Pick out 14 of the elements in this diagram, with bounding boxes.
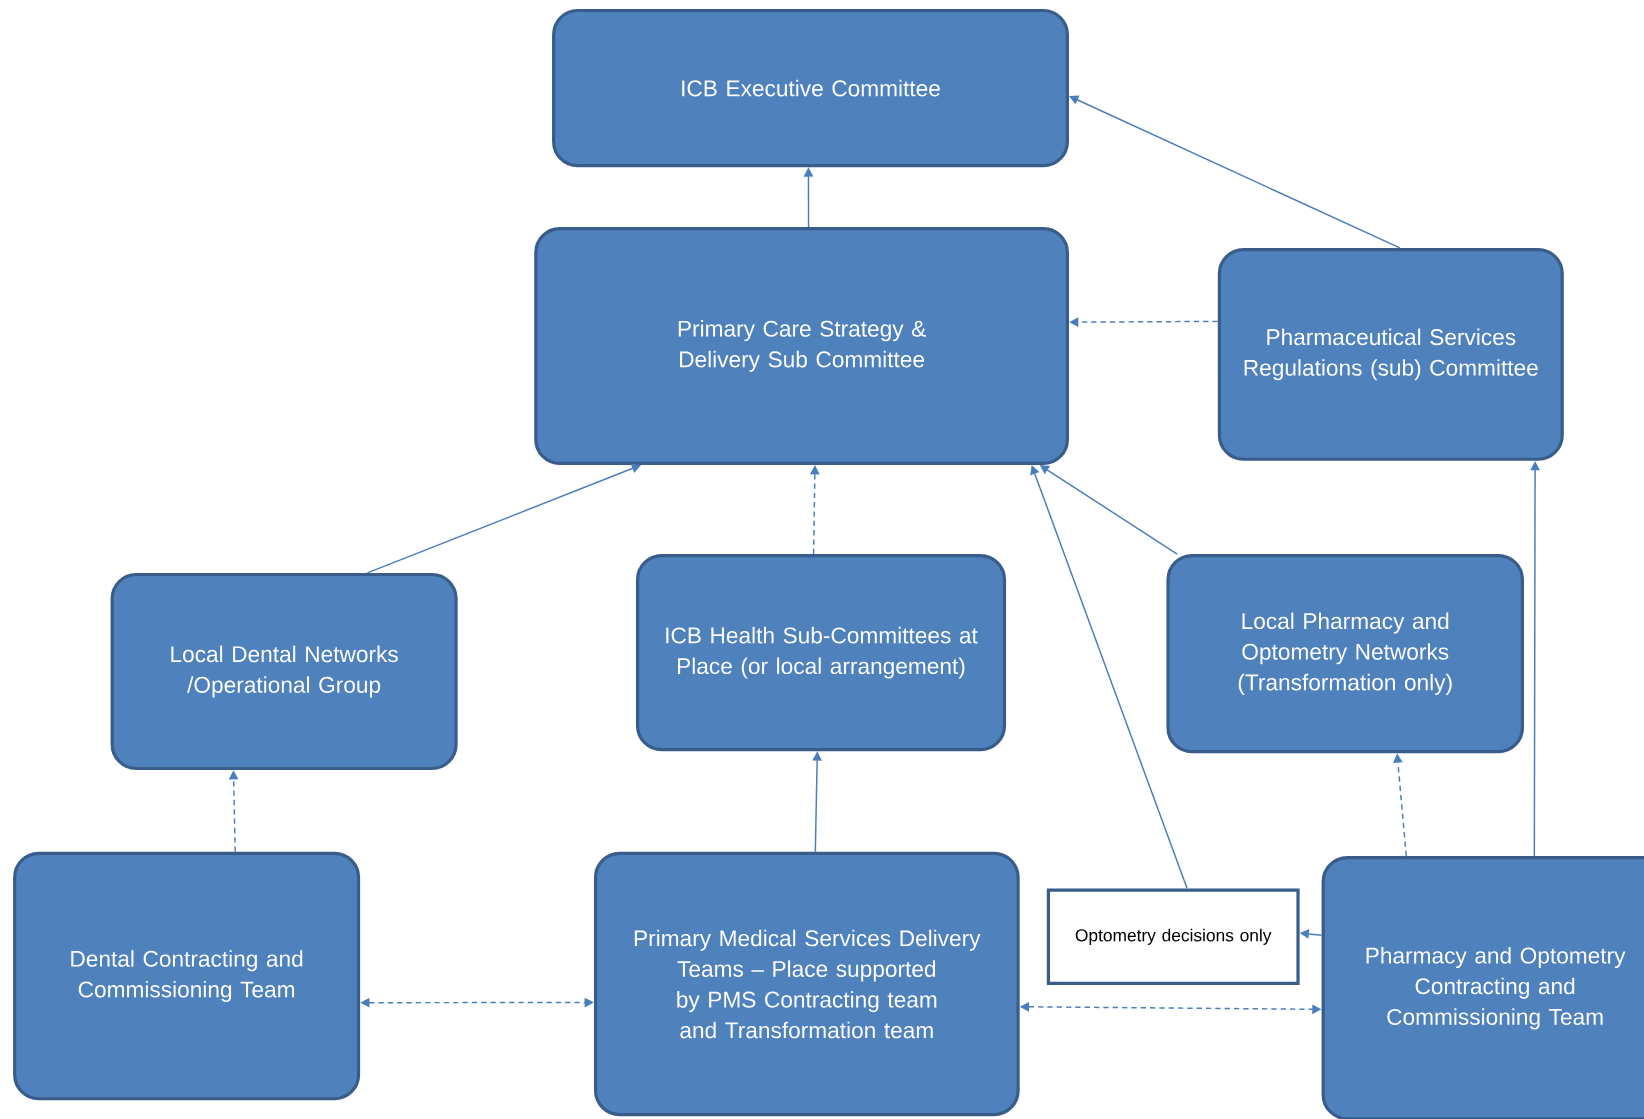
rounded-box: Local Pharmacy and Optometry Networks (Transformation only) (1166, 554, 1524, 754)
rounded-box: Pharmaceutical Services Regulations (sub) Committee (1217, 247, 1564, 461)
arrow (1069, 317, 1219, 327)
arrow (1030, 465, 1188, 890)
rounded-box: Primary Care Strategy & Delivery Sub Committee (534, 227, 1069, 465)
rounded-box: Pharmacy and Optometry Contracting and Commissioning Team (1321, 856, 1644, 1119)
rounded-box: ICB Executive Committee (552, 8, 1069, 168)
rounded-box: Dental Contracting and Commissioning Team (13, 851, 361, 1101)
arrow (809, 465, 820, 555)
note-box: Optometry decisions only (1046, 888, 1300, 986)
arrow (1069, 95, 1401, 249)
rounded-box: ICB Health Sub-Committees at Place (or local arrangement) (635, 554, 1007, 752)
rounded-box: Primary Medical Services Delivery Teams – Place supported by PMS Contracting team and Transformation team (593, 851, 1020, 1117)
rounded-box: Local Dental Networks /Operational Group (110, 572, 458, 771)
